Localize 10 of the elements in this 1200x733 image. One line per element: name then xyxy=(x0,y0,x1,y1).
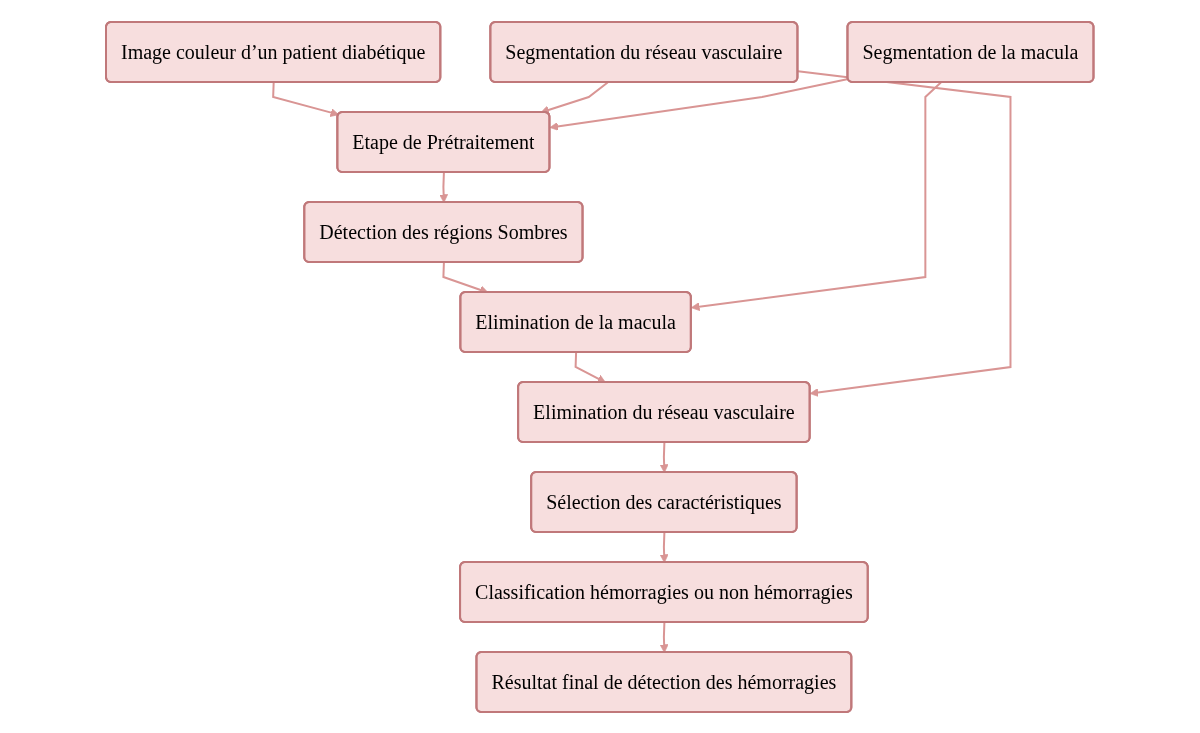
arrow xyxy=(660,621,669,653)
arrow xyxy=(439,171,449,203)
arrow xyxy=(691,81,943,311)
arrow xyxy=(660,531,669,563)
arrow xyxy=(540,81,609,114)
arrow xyxy=(660,441,669,473)
arrow xyxy=(549,77,850,131)
arrow xyxy=(797,69,1012,397)
arrow xyxy=(574,351,607,383)
arrow xyxy=(272,81,340,117)
